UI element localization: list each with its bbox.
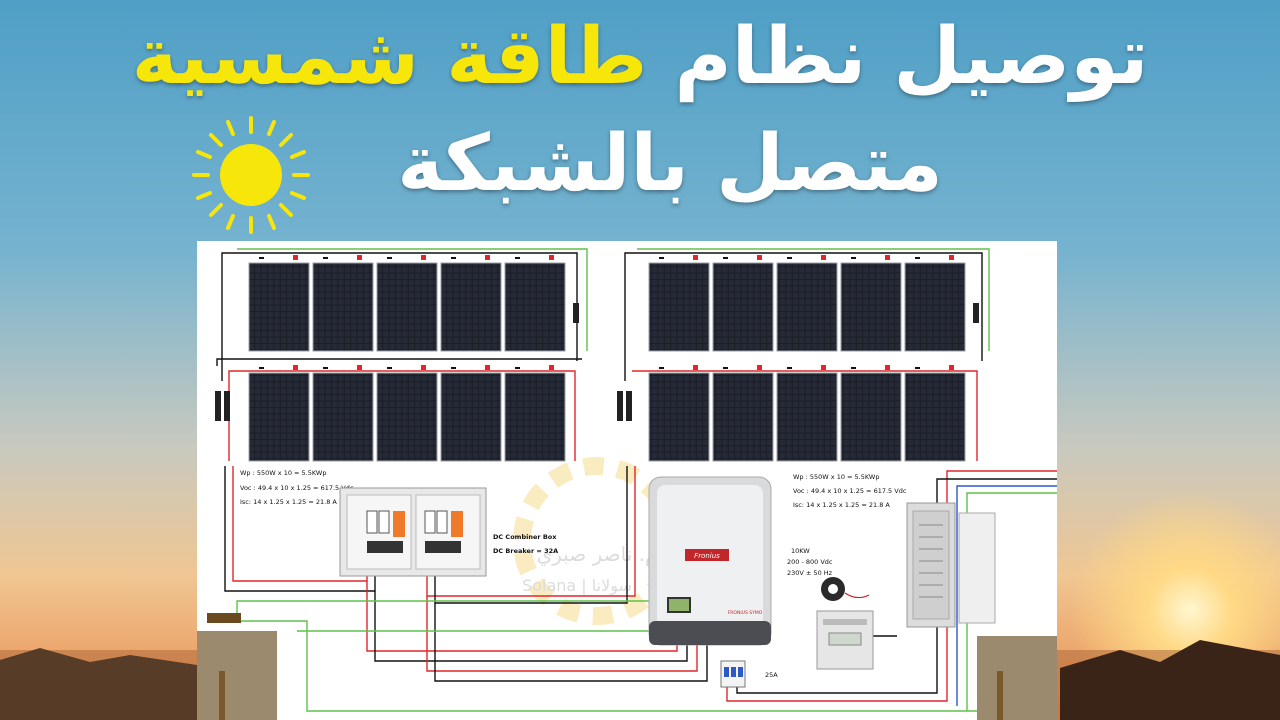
inverter-rating: 10KW (791, 547, 810, 555)
solar-panel-icon (776, 372, 838, 462)
positive-terminal (821, 365, 826, 370)
left-voc-label: Voc : 49.4 x 10 x 1.25 = 617.5 Vdc (240, 484, 354, 492)
negative-terminal (323, 257, 328, 259)
left-isc-label: Isc: 14 x 1.25 x 1.25 = 21.8 A (240, 498, 337, 506)
positive-terminal (357, 255, 362, 260)
solar-panel-icon (440, 372, 502, 462)
watermark-latin: Solana | سولانا (522, 576, 632, 596)
solar-panels (248, 255, 966, 462)
negative-terminal (723, 257, 728, 259)
positive-terminal (485, 255, 490, 260)
title-part-1: توصيل نظام (674, 12, 1149, 102)
negative-terminal (851, 257, 856, 259)
positive-terminal (485, 365, 490, 370)
negative-terminal (451, 367, 456, 369)
wiring-diagram: م. ناصر صبري Solana | سولانا (197, 241, 1057, 720)
negative-terminal (387, 367, 392, 369)
solar-panel-icon (904, 372, 966, 462)
inverter-brand: Fronius (694, 552, 720, 560)
ground-rod-icon (197, 613, 277, 720)
positive-terminal (357, 365, 362, 370)
negative-terminal (387, 257, 392, 259)
positive-terminal (757, 365, 762, 370)
negative-terminal (259, 257, 264, 259)
positive-terminal (693, 365, 698, 370)
solar-panel-icon (712, 372, 774, 462)
solar-panel-icon (504, 262, 566, 352)
negative-terminal (451, 257, 456, 259)
title-line-1: توصيل نظام طاقة شمسية (0, 18, 1280, 96)
ac-breaker (720, 660, 746, 688)
negative-terminal (323, 367, 328, 369)
positive-terminal (885, 255, 890, 260)
positive-terminal (549, 255, 554, 260)
solar-panel-icon (648, 262, 710, 352)
solar-panel-icon (840, 262, 902, 352)
connector-icon (215, 303, 979, 421)
negative-terminal (787, 257, 792, 259)
solar-panel-icon (712, 262, 774, 352)
positive-terminal (293, 255, 298, 260)
negative-terminal (659, 257, 664, 259)
inverter: Fronius FRONIUS SYMO (648, 476, 772, 646)
title-part-2: طاقة شمسية (131, 12, 648, 102)
solar-panel-icon (504, 372, 566, 462)
positive-terminal (293, 365, 298, 370)
combiner-box-label: DC Combiner Box (493, 533, 557, 541)
solar-panel-icon (312, 372, 374, 462)
dc-combiner-box (339, 487, 487, 577)
ground-rod-icon (977, 636, 1057, 720)
title-line-2: متصل بالشبكة (397, 119, 943, 209)
inverter-vac: 230V ± 50 Hz (787, 569, 833, 577)
right-isc-label: Isc: 14 x 1.25 x 1.25 = 21.8 A (793, 501, 890, 509)
positive-terminal (693, 255, 698, 260)
combiner-breaker-label: DC Breaker = 32A (493, 547, 558, 555)
positive-terminal (949, 255, 954, 260)
left-wp-label: Wp : 550W x 10 = 5.5KWp (240, 469, 326, 477)
positive-terminal (421, 255, 426, 260)
negative-terminal (723, 367, 728, 369)
watermark-arabic: م. ناصر صبري (537, 542, 658, 567)
solar-panel-icon (648, 372, 710, 462)
current-clamp (821, 577, 870, 601)
solar-panel-icon (312, 262, 374, 352)
energy-meter (816, 610, 874, 670)
solar-panel-icon (776, 262, 838, 352)
negative-terminal (259, 367, 264, 369)
solar-panel-icon (248, 262, 310, 352)
negative-terminal (787, 367, 792, 369)
solar-panel-icon (376, 262, 438, 352)
inverter-model: FRONIUS SYMO (728, 610, 763, 616)
solar-panel-icon (376, 372, 438, 462)
right-wp-label: Wp : 550W x 10 = 5.5KWp (793, 473, 879, 481)
negative-terminal (851, 367, 856, 369)
positive-terminal (421, 365, 426, 370)
negative-terminal (515, 257, 520, 259)
negative-terminal (915, 367, 920, 369)
solar-panel-icon (840, 372, 902, 462)
solar-panel-icon (904, 262, 966, 352)
right-voc-label: Voc : 49.4 x 10 x 1.25 = 617.5 Vdc (793, 487, 907, 495)
solar-panel-icon (440, 262, 502, 352)
solar-panel-icon (248, 372, 310, 462)
positive-terminal (885, 365, 890, 370)
ac-breaker-label: 25A (765, 671, 778, 679)
positive-terminal (821, 255, 826, 260)
negative-terminal (915, 257, 920, 259)
inverter-vdc: 200 - 800 Vdc (787, 558, 833, 566)
distribution-panel (906, 502, 996, 628)
negative-terminal (659, 367, 664, 369)
positive-terminal (757, 255, 762, 260)
positive-terminal (949, 365, 954, 370)
sun-icon (192, 116, 310, 234)
positive-terminal (549, 365, 554, 370)
negative-terminal (515, 367, 520, 369)
